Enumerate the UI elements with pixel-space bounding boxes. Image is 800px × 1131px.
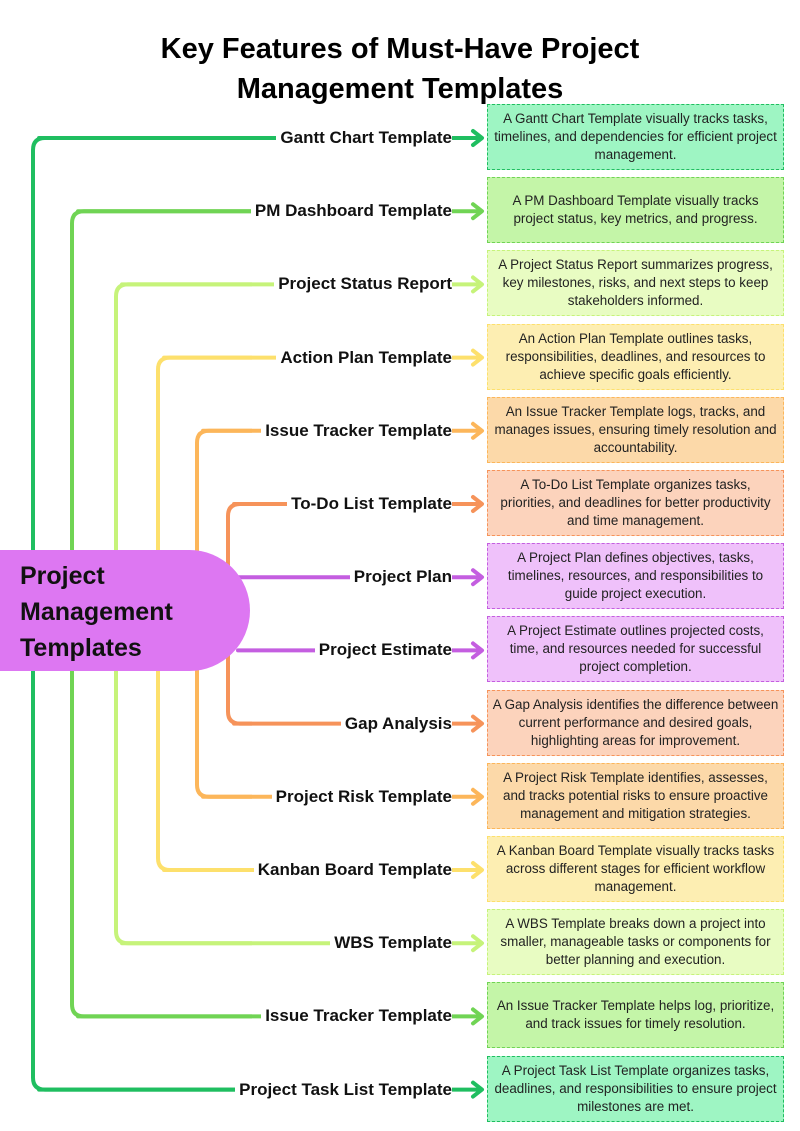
hub-line-1: Project <box>20 562 105 590</box>
template-description: A Gap Analysis identifies the difference… <box>487 689 784 756</box>
arrow-icon-2 <box>471 202 484 221</box>
arrow-icon-3 <box>471 275 484 294</box>
template-description: An Issue Tracker Template logs, tracks, … <box>487 396 784 463</box>
arrow-icon-6 <box>471 495 484 513</box>
template-description: A Project Task List Template organizes t… <box>487 1055 784 1122</box>
template-label: WBS Template <box>330 932 452 955</box>
template-description: A Project Estimate outlines projected co… <box>487 616 784 683</box>
template-label: Gap Analysis <box>340 712 452 735</box>
title-line-1: Key Features of Must-Have Project <box>160 33 640 66</box>
template-label: Action Plan Template <box>276 346 452 369</box>
arrow-icon-5 <box>471 421 484 440</box>
title-line-2: Management Templates <box>236 73 564 106</box>
template-label: Issue Tracker Template <box>261 1005 452 1028</box>
hub-line-2: Management <box>20 598 173 626</box>
arrow-icon-9 <box>471 714 484 733</box>
template-description: An Issue Tracker Template helps log, pri… <box>487 982 784 1049</box>
page-title: Key Features of Must-Have Project Manage… <box>0 29 800 109</box>
template-label: Project Status Report <box>274 273 452 296</box>
arrow-icon-13 <box>471 1007 484 1026</box>
template-description: An Action Plan Template outlines tasks, … <box>487 323 784 390</box>
template-description: A Kanban Board Template visually tracks … <box>487 836 784 902</box>
template-label: Project Plan <box>349 566 452 589</box>
template-description: A WBS Template breaks down a project int… <box>487 909 784 976</box>
template-label: Kanban Board Template <box>253 859 452 881</box>
template-label: To-Do List Template <box>287 493 452 515</box>
arrow-icon-11 <box>471 861 484 879</box>
arrow-icon-10 <box>471 787 484 806</box>
template-label: Gantt Chart Template <box>276 127 452 149</box>
template-description: A Project Risk Template identifies, asse… <box>487 762 784 829</box>
arrow-icon-12 <box>471 934 484 953</box>
template-description: A To-Do List Template organizes tasks, p… <box>487 470 784 536</box>
arrow-icon-14 <box>471 1080 484 1099</box>
arrow-icon-4 <box>471 348 484 367</box>
template-label: Project Risk Template <box>271 785 452 808</box>
template-label: Project Estimate <box>314 639 452 662</box>
arrow-icon-1 <box>471 129 484 147</box>
template-label: Issue Tracker Template <box>261 419 452 442</box>
template-description: A Project Status Report summarizes progr… <box>487 250 784 317</box>
arrow-icon-8 <box>471 641 484 660</box>
template-description: A Project Plan defines objectives, tasks… <box>487 543 784 610</box>
central-hub: Project Management Templates <box>0 550 250 671</box>
hub-line-3: Templates <box>20 634 142 662</box>
arrow-icon-7 <box>471 568 484 587</box>
template-label: Project Task List Template <box>235 1078 452 1101</box>
template-description: A PM Dashboard Template visually tracks … <box>487 177 784 244</box>
template-label: PM Dashboard Template <box>250 200 452 223</box>
template-description: A Gantt Chart Template visually tracks t… <box>487 104 784 170</box>
